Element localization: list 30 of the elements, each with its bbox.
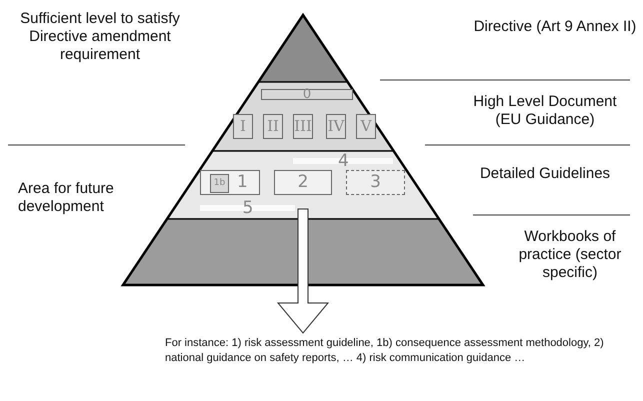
box-number: 0 — [302, 88, 312, 101]
side-label: High Level Document (EU Guidance) — [472, 93, 618, 129]
box-number: III — [294, 119, 312, 134]
bar-number: 4 — [338, 151, 349, 171]
box-number: IV — [328, 119, 344, 134]
side-label: Directive (Art 9 Annex II) — [472, 18, 638, 36]
box-number: V — [360, 119, 372, 134]
box-number: I — [240, 119, 246, 134]
section-box — [210, 174, 229, 193]
box-number: 2 — [298, 174, 308, 191]
section-box — [356, 114, 376, 139]
section-box — [293, 114, 313, 139]
side-label: Detailed Guidelines — [478, 165, 612, 183]
box-number: II — [267, 119, 279, 134]
block-arrow — [276, 208, 330, 334]
box-number: 3 — [370, 174, 381, 191]
side-label: Sufficient level to satisfy Directive amendment requirement — [19, 10, 181, 64]
section-box — [274, 170, 332, 195]
side-label: Workbooks of practice (sector specific) — [518, 228, 622, 282]
box-number: 1 — [237, 174, 248, 191]
side-label: Area for future development — [18, 180, 115, 216]
box-number: 1b — [214, 179, 226, 188]
note-text: For instance: 1) risk assessment guideline, 1b) consequence assessment methodology, 2) national guidance on safety reports, … 4) risk communication guidance … — [165, 336, 605, 366]
section-box — [233, 114, 253, 139]
section-box — [326, 114, 346, 139]
section-box — [200, 170, 260, 195]
section-box — [346, 170, 405, 195]
bar-number: 5 — [242, 198, 254, 218]
section-box — [263, 114, 283, 139]
section-box — [261, 89, 353, 100]
